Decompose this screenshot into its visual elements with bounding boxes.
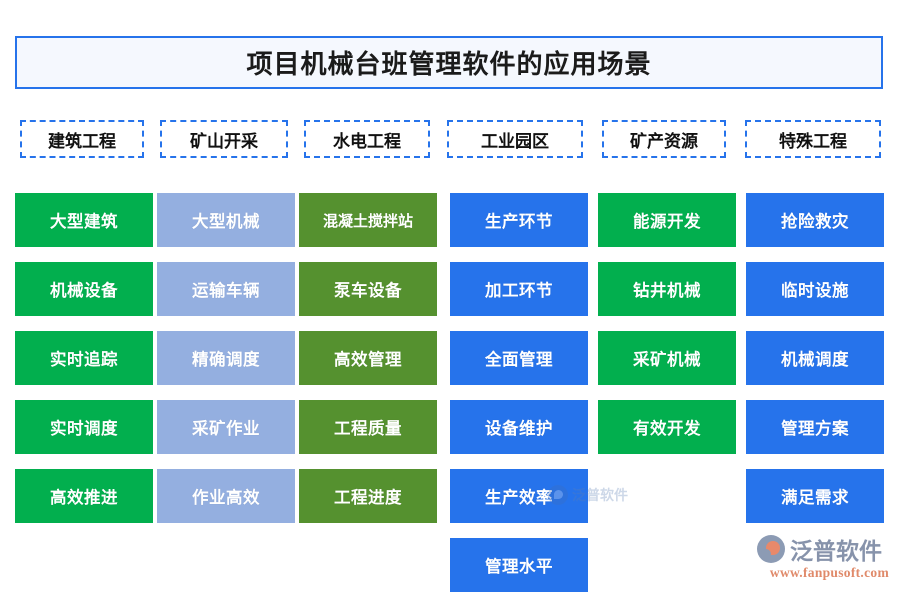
scenario-cell-label: 临时设施 <box>781 281 849 300</box>
scenario-cell[interactable]: 泵车设备 <box>299 262 437 316</box>
scenario-cell-label: 采矿作业 <box>192 419 260 438</box>
page-title-banner: 项目机械台班管理软件的应用场景 <box>15 36 883 89</box>
scenario-cell[interactable]: 实时调度 <box>15 400 153 454</box>
scenario-cell[interactable]: 管理方案 <box>746 400 884 454</box>
scenario-cell-label: 机械设备 <box>50 281 118 300</box>
category-header-3[interactable]: 水电工程 <box>304 120 430 158</box>
scenario-cell[interactable]: 工程质量 <box>299 400 437 454</box>
scenario-cell[interactable]: 采矿机械 <box>598 331 736 385</box>
scenario-cell[interactable]: 高效管理 <box>299 331 437 385</box>
scenario-cell[interactable]: 生产效率 <box>450 469 588 523</box>
scenario-cell-label: 工程进度 <box>334 488 402 507</box>
scenario-cell-label: 混凝土搅拌站 <box>322 213 413 230</box>
scenario-cell[interactable]: 大型建筑 <box>15 193 153 247</box>
scenario-column-2: 大型机械运输车辆精确调度采矿作业作业高效 <box>157 193 295 538</box>
scenario-cell-label: 实时调度 <box>50 419 118 438</box>
brand-logo: 泛普软件 www.fanpusoft.com <box>757 534 889 582</box>
category-header-label: 工业园区 <box>481 131 549 151</box>
scenario-cell[interactable]: 抢险救灾 <box>746 193 884 247</box>
scenario-cell[interactable]: 采矿作业 <box>157 400 295 454</box>
scenario-cell-label: 满足需求 <box>781 488 849 507</box>
scenario-cell-label: 精确调度 <box>192 350 260 369</box>
scenario-cell-label: 泵车设备 <box>334 281 402 300</box>
category-header-label: 建筑工程 <box>48 131 116 151</box>
scenario-cell-label: 大型建筑 <box>50 212 118 231</box>
scenario-cell-label: 高效推进 <box>50 488 118 507</box>
scenario-column-3: 混凝土搅拌站泵车设备高效管理工程质量工程进度 <box>299 193 437 538</box>
scenario-cell-label: 采矿机械 <box>633 350 701 369</box>
category-header-1[interactable]: 建筑工程 <box>20 120 144 158</box>
scenario-cell-label: 作业高效 <box>192 488 260 507</box>
scenario-cell-label: 钻井机械 <box>633 281 701 300</box>
scenario-cell-label: 生产效率 <box>485 488 553 507</box>
scenario-cell-label: 全面管理 <box>485 350 553 369</box>
category-header-label: 矿山开采 <box>190 131 258 151</box>
scenario-cell-label: 有效开发 <box>633 419 701 438</box>
scenario-cell[interactable]: 大型机械 <box>157 193 295 247</box>
category-header-label: 特殊工程 <box>779 131 847 151</box>
page-title: 项目机械台班管理软件的应用场景 <box>246 50 652 79</box>
scenario-cell[interactable]: 临时设施 <box>746 262 884 316</box>
category-header-6[interactable]: 特殊工程 <box>745 120 881 158</box>
scenario-cell[interactable]: 生产环节 <box>450 193 588 247</box>
scenario-cell-label: 能源开发 <box>633 212 701 231</box>
scenario-column-6: 抢险救灾临时设施机械调度管理方案满足需求 <box>746 193 884 538</box>
scenario-cell-label: 管理方案 <box>781 419 849 438</box>
scenario-cell[interactable]: 机械设备 <box>15 262 153 316</box>
scenario-cell-label: 大型机械 <box>192 212 260 231</box>
scenario-cell[interactable]: 管理水平 <box>450 538 588 592</box>
scenario-cell-label: 运输车辆 <box>192 281 260 300</box>
category-header-label: 矿产资源 <box>630 131 698 151</box>
scenario-column-1: 大型建筑机械设备实时追踪实时调度高效推进 <box>15 193 153 538</box>
scenario-cell[interactable]: 钻井机械 <box>598 262 736 316</box>
category-header-row: 建筑工程 矿山开采 水电工程 工业园区 矿产资源 特殊工程 <box>0 120 900 158</box>
brand-logo-row: 泛普软件 <box>757 534 889 564</box>
scenario-cell[interactable]: 有效开发 <box>598 400 736 454</box>
brand-url: www.fanpusoft.com <box>769 565 889 580</box>
category-header-4[interactable]: 工业园区 <box>447 120 583 158</box>
scenario-cell[interactable]: 实时追踪 <box>15 331 153 385</box>
scenario-cell[interactable]: 满足需求 <box>746 469 884 523</box>
scenario-cell[interactable]: 高效推进 <box>15 469 153 523</box>
scenario-cell[interactable]: 设备维护 <box>450 400 588 454</box>
scenario-cell-label: 工程质量 <box>334 419 402 438</box>
category-header-5[interactable]: 矿产资源 <box>602 120 726 158</box>
scenario-cell[interactable]: 工程进度 <box>299 469 437 523</box>
scenario-cell[interactable]: 机械调度 <box>746 331 884 385</box>
scenario-cell-label: 实时追踪 <box>50 350 118 369</box>
scenario-cell-label: 机械调度 <box>781 350 849 369</box>
scenario-cell[interactable]: 混凝土搅拌站 <box>299 193 437 247</box>
scenario-cell[interactable]: 加工环节 <box>450 262 588 316</box>
scenario-cell-label: 管理水平 <box>485 557 553 576</box>
fanpu-logo-icon <box>757 535 785 563</box>
scenario-column-4: 生产环节加工环节全面管理设备维护生产效率管理水平 <box>450 193 588 607</box>
scenario-cell-label: 设备维护 <box>485 419 553 438</box>
scenario-cell[interactable]: 运输车辆 <box>157 262 295 316</box>
category-header-2[interactable]: 矿山开采 <box>160 120 288 158</box>
scenario-columns: 大型建筑机械设备实时追踪实时调度高效推进大型机械运输车辆精确调度采矿作业作业高效… <box>0 193 900 592</box>
scenario-cell-label: 抢险救灾 <box>781 212 849 231</box>
brand-name: 泛普软件 <box>790 538 882 564</box>
scenario-cell[interactable]: 精确调度 <box>157 331 295 385</box>
scenario-cell[interactable]: 作业高效 <box>157 469 295 523</box>
scenario-cell[interactable]: 能源开发 <box>598 193 736 247</box>
scenario-cell-label: 加工环节 <box>485 281 553 300</box>
scenario-cell-label: 高效管理 <box>334 350 402 369</box>
category-header-label: 水电工程 <box>333 131 401 151</box>
scenario-column-5: 能源开发钻井机械采矿机械有效开发 <box>598 193 736 469</box>
scenario-cell[interactable]: 全面管理 <box>450 331 588 385</box>
scenario-cell-label: 生产环节 <box>485 212 553 231</box>
